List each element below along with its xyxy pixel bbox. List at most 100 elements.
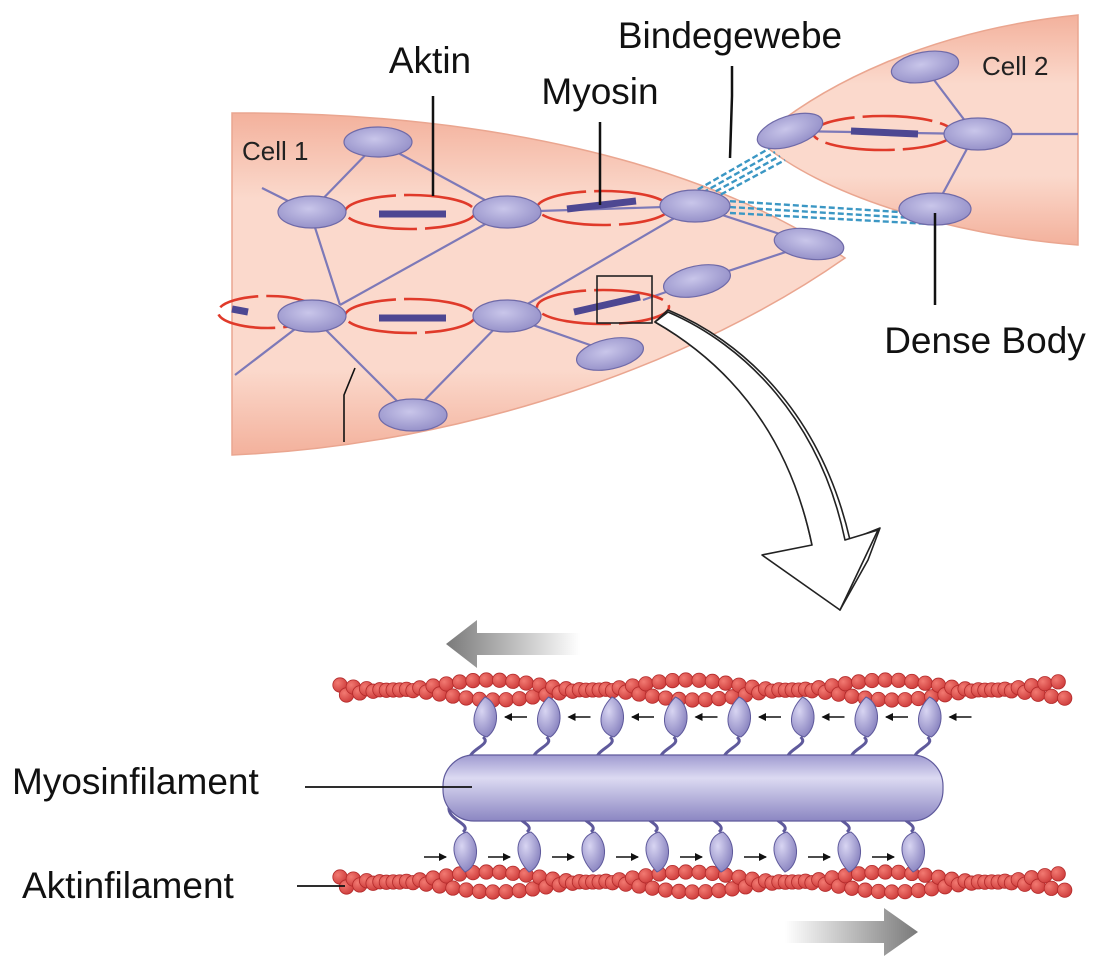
actin-bead <box>1050 866 1066 882</box>
actin-bead <box>658 882 674 898</box>
actin-bead <box>644 688 661 704</box>
myosin-head <box>658 696 688 763</box>
actin-bead <box>870 883 887 900</box>
myosin-head <box>467 696 497 763</box>
left-movement-arrow-icon <box>446 620 580 668</box>
dense-body <box>659 189 731 223</box>
dense-body <box>277 195 347 229</box>
actin-bead <box>697 692 714 708</box>
actin-bead <box>1050 674 1066 690</box>
actin-bead <box>864 864 880 881</box>
actin-bead <box>890 864 907 880</box>
actin-bead <box>671 883 687 899</box>
actin-bead <box>478 672 494 688</box>
actin-bead <box>518 675 534 691</box>
dense-bodies <box>277 50 1013 432</box>
actin-filament-bottom <box>332 864 1073 900</box>
dense-body <box>378 398 448 432</box>
myosin-head <box>848 696 878 763</box>
curved-zoom-arrow-icon <box>654 309 881 611</box>
actin-bead <box>1057 690 1073 706</box>
actin-bead <box>904 673 920 690</box>
myosin-filament-body <box>442 754 944 822</box>
actin-bead <box>664 673 681 689</box>
actin-bead <box>884 884 900 900</box>
actin-bead <box>851 674 867 690</box>
label-bindegewebe: Bindegewebe <box>618 15 842 56</box>
label-myosinfilament: Myosinfilament <box>12 761 259 802</box>
actin-bead <box>498 692 514 708</box>
label-cell-2: Cell 2 <box>982 51 1048 81</box>
myosin-head <box>721 696 751 763</box>
myosin-bars <box>231 127 919 322</box>
dense-body <box>773 227 845 261</box>
actin-bead <box>704 673 721 689</box>
actin-bead <box>917 867 933 883</box>
leader-lines-top <box>343 66 937 442</box>
actin-bead <box>511 691 528 707</box>
myosin-heads-bottom <box>447 806 925 873</box>
actin-bead <box>897 692 913 708</box>
actin-bead <box>458 882 474 898</box>
actin-bead <box>445 688 461 704</box>
actin-bead <box>1037 676 1053 692</box>
myosin-head <box>447 806 477 873</box>
actin-bead <box>1057 882 1073 898</box>
dense-body <box>890 50 960 84</box>
actin-bead <box>452 674 468 690</box>
dense-body <box>943 117 1013 151</box>
myosin-head <box>912 696 942 763</box>
label-aktinfilament: Aktinfilament <box>22 865 235 906</box>
actin-filament-top <box>332 672 1073 708</box>
dense-body <box>343 126 413 158</box>
actin-bead <box>445 880 461 896</box>
actin-bead <box>877 672 893 688</box>
actin-bead <box>691 672 707 688</box>
actin-bead <box>844 688 860 704</box>
actin-bead <box>485 884 501 900</box>
actin-bead <box>1043 880 1060 896</box>
dense-body <box>472 195 542 229</box>
actin-bead <box>471 883 488 899</box>
actin-bead <box>491 864 508 880</box>
actin-bead <box>1043 688 1060 704</box>
actin-bead <box>877 864 893 880</box>
actin-bead <box>718 675 734 691</box>
dense-body <box>472 299 542 333</box>
actin-bead <box>505 673 521 689</box>
actin-bead <box>684 884 700 900</box>
actin-bead <box>684 692 700 708</box>
myosin-head <box>785 696 815 763</box>
actin-bead <box>884 692 900 708</box>
actin-bead <box>897 884 913 900</box>
actin-bead <box>844 880 860 896</box>
actin-bead <box>857 882 873 898</box>
actin-bead <box>910 882 927 899</box>
actin-bead <box>644 880 661 896</box>
actin-bead <box>1037 868 1053 884</box>
dense-body <box>662 264 732 298</box>
actin-bead <box>678 864 694 880</box>
label-aktin: Aktin <box>389 40 471 81</box>
connective-tissue-strands <box>689 146 931 226</box>
actin-bead <box>711 883 727 899</box>
label-dense-body: Dense Body <box>884 320 1086 361</box>
actin-bead <box>651 674 667 690</box>
actin-bead <box>478 864 494 880</box>
actin-bead <box>511 883 528 899</box>
actin-bead <box>864 672 880 689</box>
dense-body <box>575 337 645 371</box>
actin-bead <box>697 884 714 900</box>
myosin-head <box>594 696 624 763</box>
actin-bead <box>691 864 707 880</box>
actin-bead <box>505 865 521 881</box>
dense-body <box>277 299 347 333</box>
actin-bead <box>890 672 907 688</box>
right-movement-arrow-icon <box>785 908 918 956</box>
actin-bead <box>465 673 481 689</box>
dense-body <box>756 112 824 150</box>
label-myosin: Myosin <box>541 71 658 112</box>
actin-bead <box>917 675 933 691</box>
zoom-selection-box <box>596 275 653 324</box>
